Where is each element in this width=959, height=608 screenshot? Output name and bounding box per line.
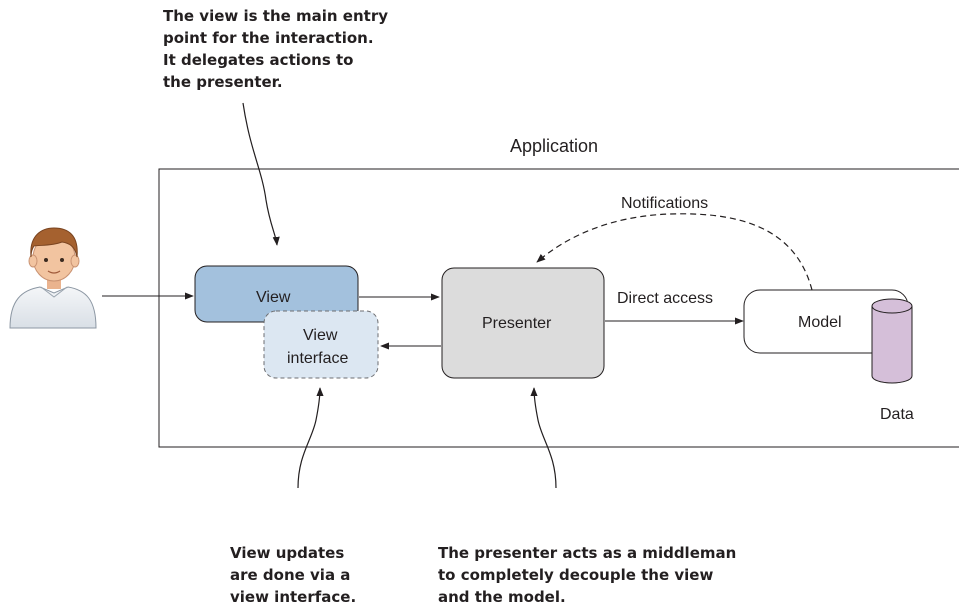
pointer-view-interface	[297, 387, 324, 489]
presenter-box	[441, 267, 605, 379]
note-view-entry: The view is the main entry point for the…	[163, 7, 393, 91]
user-icon	[9, 227, 97, 329]
pointer-view-entry	[242, 102, 280, 246]
application-boundary	[158, 168, 959, 448]
model-label: Model	[798, 314, 842, 331]
notifications-label: Notifications	[621, 195, 708, 212]
application-label: Application	[510, 136, 598, 156]
note-presenter-middleman: The presenter acts as a middleman to com…	[438, 544, 742, 606]
view-interface-label-line1: View	[303, 327, 338, 344]
pointer-presenter	[530, 387, 557, 489]
database-icon	[871, 298, 913, 384]
data-label: Data	[880, 406, 914, 423]
view-interface-label-line2: interface	[287, 350, 348, 367]
direct-access-label: Direct access	[617, 290, 713, 307]
presenter-label: Presenter	[482, 315, 552, 332]
view-interface-box	[263, 310, 379, 379]
note-view-updates: View updates are done via a view interfa…	[230, 544, 356, 606]
view-label: View	[256, 289, 291, 306]
arrow-notifications	[536, 213, 813, 291]
